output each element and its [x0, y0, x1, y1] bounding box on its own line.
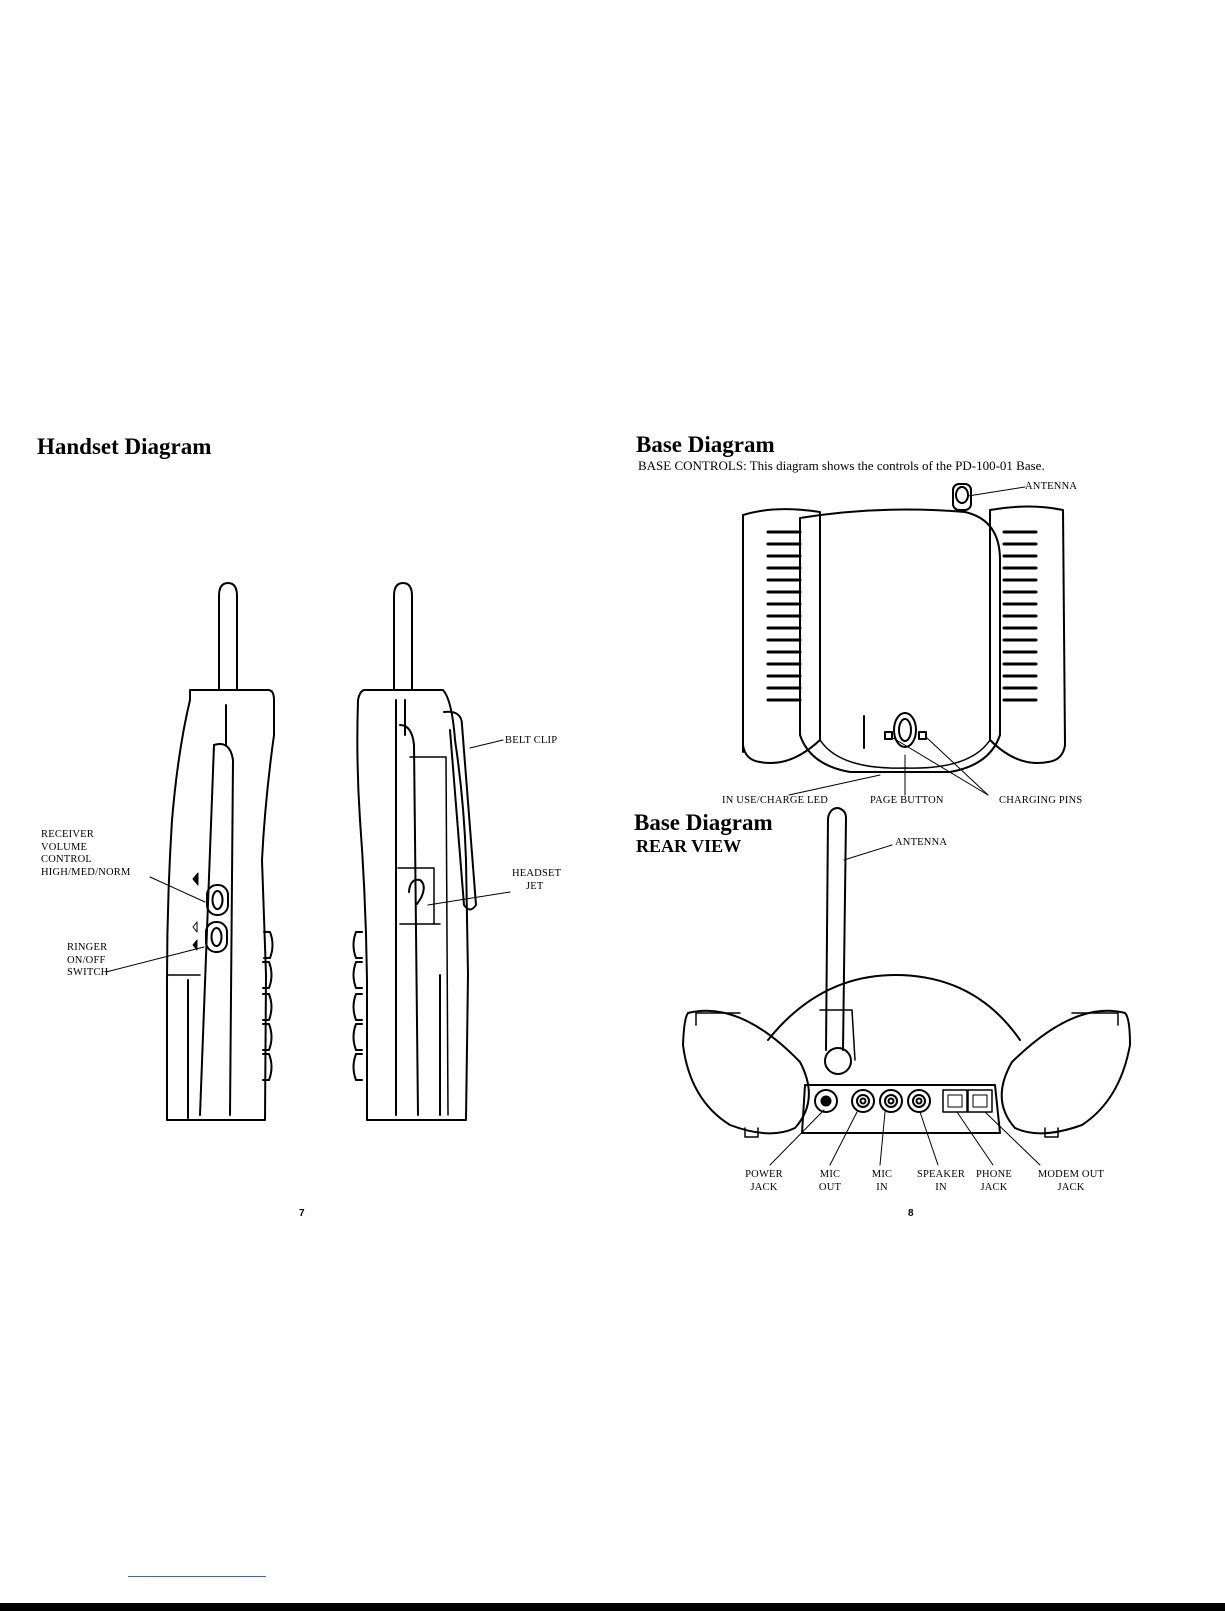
rear-view-subheading: REAR VIEW	[636, 836, 742, 856]
phone-jack-line-1: PHONE	[975, 1169, 1012, 1180]
handset-side-view-right	[352, 582, 477, 1121]
headset-jet-label: HEADSET JET	[512, 868, 561, 893]
receiver-volume-line-3: CONTROL	[41, 854, 92, 866]
modem-out-jack-label: MODEM OUT JACK	[1028, 1169, 1114, 1194]
receiver-volume-label: RECEIVER VOLUME CONTROL HIGH/MED/NORM	[41, 829, 131, 879]
base-diagram-heading-rear: Base Diagram	[634, 810, 773, 835]
speaker-in-line-1: SPEAKER	[916, 1169, 966, 1180]
base-rear-leader-lines	[769, 844, 1041, 1166]
ringer-line-2: ON/OFF	[67, 954, 106, 966]
mic-out-line-2: OUT	[818, 1181, 842, 1193]
modem-out-line-2: JACK	[1057, 1181, 1085, 1193]
mic-out-label: MIC OUT	[812, 1169, 848, 1194]
mic-in-line-2: IN	[876, 1181, 888, 1193]
ringer-line-1: RINGER	[67, 942, 108, 953]
phone-jack-line-2: JACK	[980, 1181, 1008, 1193]
base-controls-description: BASE CONTROLS: This diagram shows the co…	[638, 458, 1045, 473]
mic-in-label: MIC IN	[864, 1169, 900, 1194]
phone-jack-label: PHONE JACK	[964, 1169, 1024, 1194]
antenna-rear-label: ANTENNA	[895, 837, 948, 848]
receiver-volume-line-1: RECEIVER	[41, 829, 94, 840]
handset-leader-lines	[105, 739, 511, 973]
page-button-label: PAGE BUTTON	[870, 795, 944, 806]
in-use-charge-led-label: IN USE/CHARGE LED	[722, 795, 829, 806]
mic-out-line-1: MIC	[819, 1169, 841, 1180]
modem-out-line-1: MODEM OUT	[1037, 1169, 1105, 1180]
speaker-in-label: SPEAKER IN	[908, 1169, 974, 1194]
power-jack-label: POWER JACK	[734, 1169, 794, 1194]
headset-line-1: HEADSET	[512, 868, 562, 879]
base-diagram-heading-top: Base Diagram	[636, 432, 775, 457]
handset-side-view-left	[166, 582, 275, 1121]
receiver-volume-line-4: HIGH/MED/NORM	[41, 866, 131, 878]
page-number-left: 7	[299, 1208, 305, 1219]
speaker-in-line-2: IN	[935, 1181, 947, 1193]
base-top-leader-lines	[788, 486, 1026, 796]
belt-clip-label: BELT CLIP	[505, 735, 558, 746]
base-top-view	[742, 483, 1066, 773]
page-bottom-rule	[0, 1603, 1225, 1611]
ringer-switch-label: RINGER ON/OFF SWITCH	[67, 942, 108, 980]
power-jack-line-2: JACK	[750, 1181, 778, 1193]
footer-link-underline	[128, 1576, 266, 1577]
ringer-line-3: SWITCH	[67, 967, 109, 979]
base-rear-view	[682, 807, 1131, 1138]
page-number-right: 8	[908, 1208, 914, 1219]
handset-diagram-heading: Handset Diagram	[37, 434, 212, 459]
charging-pins-label: CHARGING PINS	[999, 795, 1083, 806]
power-jack-line-1: POWER	[745, 1169, 783, 1180]
headset-line-2: JET	[526, 880, 544, 892]
receiver-volume-line-2: VOLUME	[41, 841, 88, 853]
mic-in-line-1: MIC	[871, 1169, 893, 1180]
antenna-top-label: ANTENNA	[1025, 481, 1078, 492]
